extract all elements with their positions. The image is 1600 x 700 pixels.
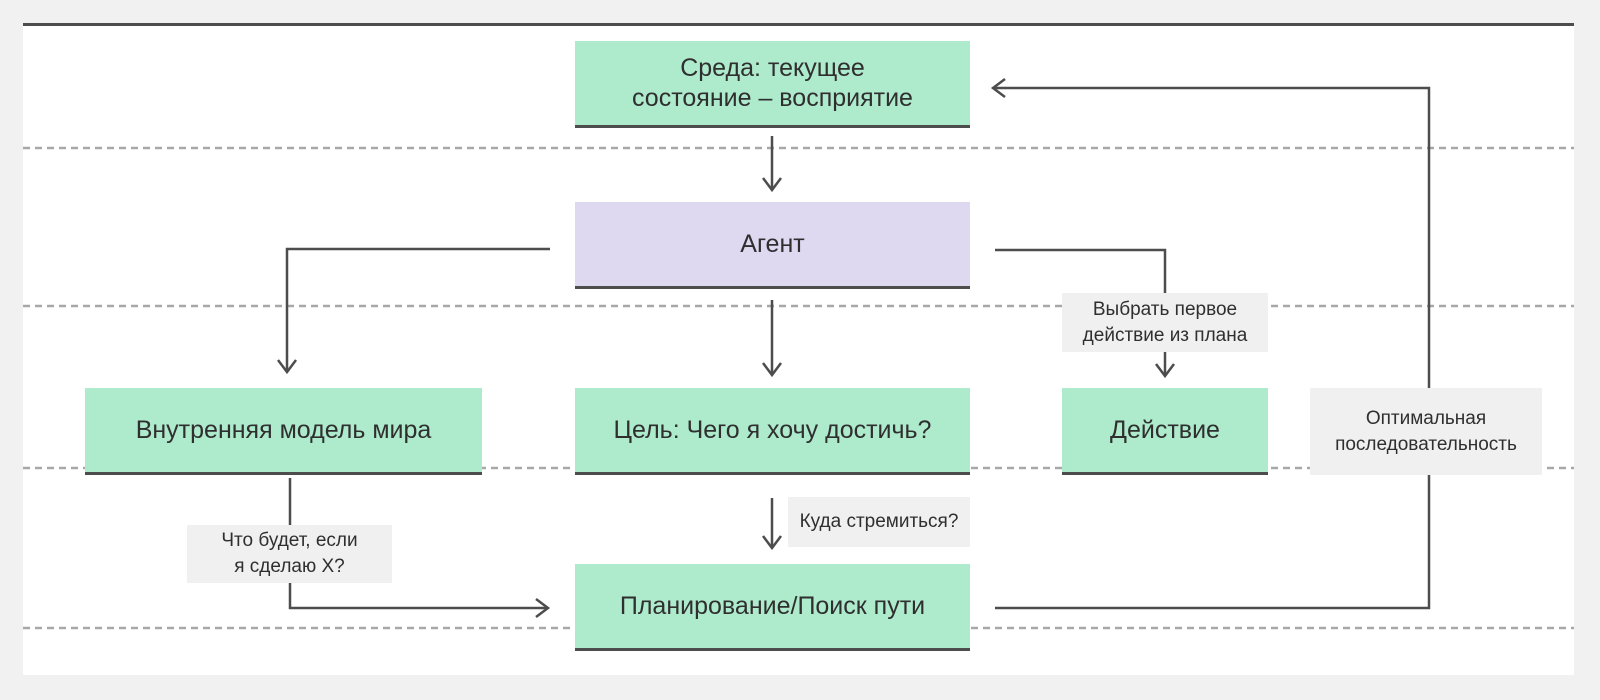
node-action: Действие xyxy=(1062,388,1268,475)
annotation-optimal-sequence: Оптимальная последовательность xyxy=(1310,388,1542,475)
annotation-where-to-aim: Куда стремиться? xyxy=(788,497,970,547)
annotation-what-if: Что будет, если я сделаю X? xyxy=(187,525,392,583)
node-world-model-label: Внутренняя модель мира xyxy=(135,416,432,444)
node-agent-label: Агент xyxy=(740,230,805,258)
annotation-where-to-aim-label: Куда стремиться? xyxy=(799,511,959,532)
node-environment: Среда: текущее состояние – восприятие xyxy=(575,41,970,128)
node-world-model: Внутренняя модель мира xyxy=(85,388,482,475)
annotation-pick-first-action: Выбрать первое действие из плана xyxy=(1062,293,1268,352)
node-agent: Агент xyxy=(575,202,970,289)
node-goal: Цель: Чего я хочу достичь? xyxy=(575,388,970,475)
node-planning-label: Планирование/Поиск пути xyxy=(619,592,926,620)
node-action-label: Действие xyxy=(1110,416,1220,444)
node-environment-label: Среда: текущее состояние – восприятие xyxy=(632,54,913,112)
node-planning: Планирование/Поиск пути xyxy=(575,564,970,651)
annotation-pick-first-action-label: Выбрать первое действие из плана xyxy=(1082,298,1248,346)
annotation-what-if-label: Что будет, если я сделаю X? xyxy=(221,530,358,577)
annotation-optimal-sequence-label: Оптимальная последовательность xyxy=(1335,407,1517,455)
node-goal-label: Цель: Чего я хочу достичь? xyxy=(613,416,932,444)
